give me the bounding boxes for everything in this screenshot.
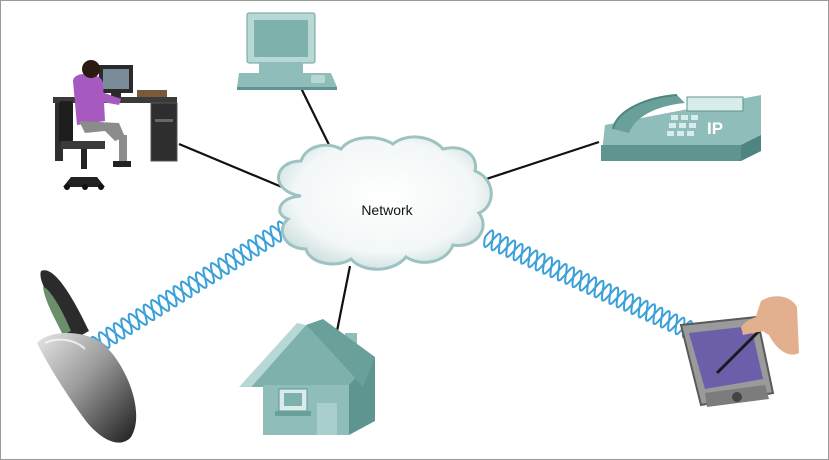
link-ip-phone — [470, 140, 600, 186]
wave-strand — [90, 225, 290, 349]
link-home — [333, 265, 352, 342]
home-icon — [239, 319, 375, 435]
wave-right — [483, 229, 693, 339]
wireless-links — [90, 220, 693, 354]
ip-phone-icon: IP — [601, 94, 761, 161]
mobile-phone-icon — [37, 270, 137, 443]
wave-strand — [484, 229, 692, 339]
network-cloud — [277, 135, 493, 271]
link-worker — [178, 142, 290, 192]
desktop-computer-icon — [237, 12, 337, 90]
pda-icon — [679, 296, 799, 407]
office-worker-icon — [53, 60, 178, 190]
wave-left — [90, 220, 290, 354]
network-label: Network — [361, 202, 413, 218]
ip-phone-label: IP — [707, 119, 723, 138]
keypad — [667, 115, 698, 136]
hand — [755, 296, 799, 355]
